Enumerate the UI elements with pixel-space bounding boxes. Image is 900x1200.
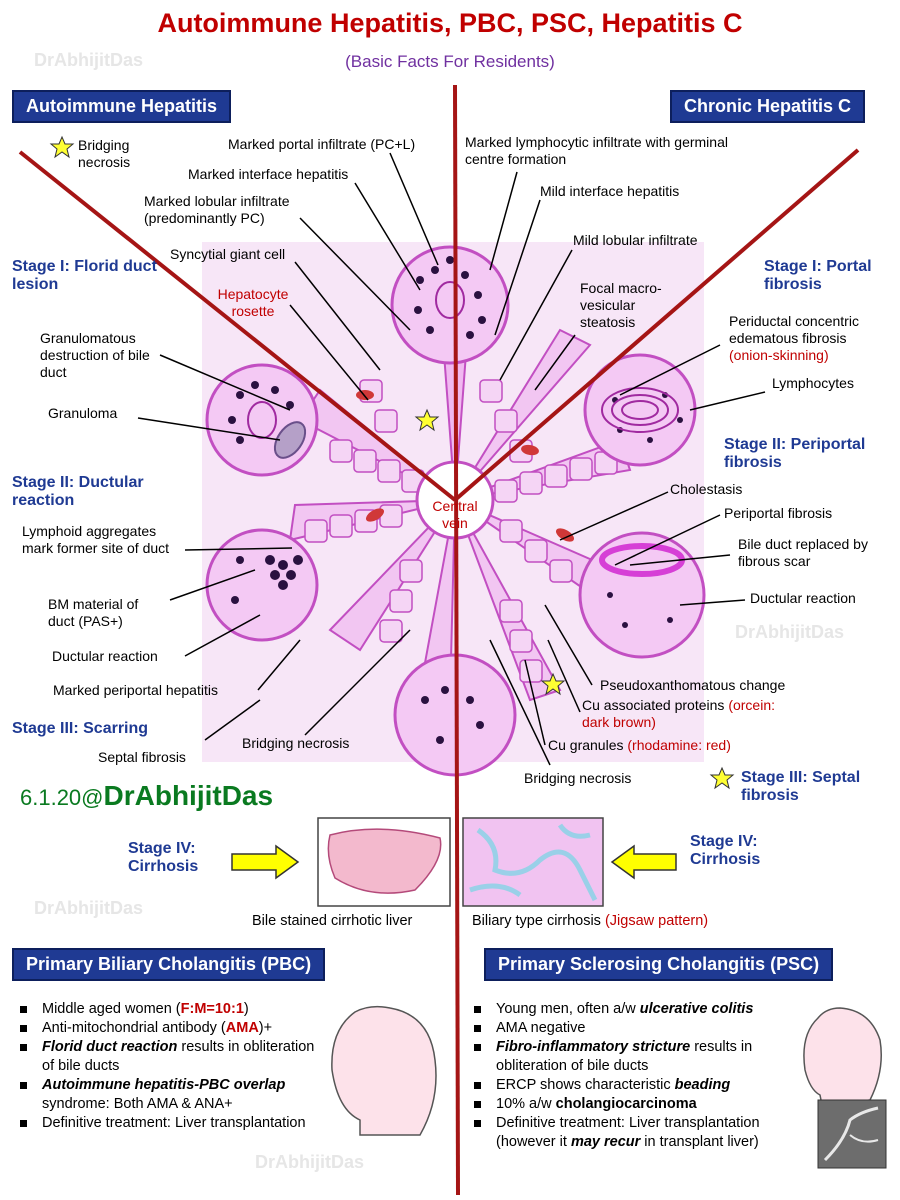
star-icon	[49, 135, 75, 159]
left-arrow-icon	[610, 844, 677, 880]
label-central-vein: Central vein	[432, 498, 478, 531]
stars	[49, 135, 735, 790]
label-cu-proteins-red: (orcein: dark brown)	[582, 697, 775, 730]
watermark: DrAbhijitDas	[255, 1152, 365, 1172]
granuloma-shape	[273, 421, 307, 459]
watermark: DrAbhijitDas	[34, 50, 144, 70]
psc-fact: AMA negative	[470, 1019, 815, 1038]
pbc-fact: Anti-mitochondrial antibody (AMA)+	[16, 1019, 316, 1038]
label-bm-material: BM material of duct (PAS+)	[48, 596, 139, 629]
label-mild-interface: Mild interface hepatitis	[540, 183, 680, 199]
label-onion-text: Periductal concentric edematous fibrosis	[729, 313, 859, 346]
pbc-fact: Definitive treatment: Liver transplantat…	[16, 1114, 316, 1133]
caption-cirrhotic-liver: Bile stained cirrhotic liver	[252, 913, 413, 929]
label-interface-hepatitis: Marked interface hepatitis	[188, 166, 349, 182]
pbc-stage-2: Stage II: Ductular reaction	[12, 474, 144, 509]
star-icon	[540, 672, 566, 696]
label-portal-infiltrate: Marked portal infiltrate (PC+L)	[228, 136, 416, 152]
section-header-aih: Autoimmune Hepatitis	[12, 90, 232, 123]
label-bridging-necrosis-aih: Bridging necrosis	[242, 735, 350, 751]
ercp-image	[817, 1099, 887, 1169]
label-cholestasis: Cholestasis	[670, 481, 743, 497]
label-hepatocyte-rosette: Hepatocyte rosette	[217, 286, 289, 319]
male-silhouette-icon	[803, 1007, 882, 1106]
label-fibrous-scar: Bile duct replaced by fibrous scar	[738, 536, 868, 569]
label-cu-granules-red: (rhodamine: red)	[627, 737, 731, 753]
label-pseudoxanthomatous: Pseudoxanthomatous change	[600, 677, 786, 693]
label-lymphocytic-infiltrate: Marked lymphocytic infiltrate with germi…	[465, 134, 728, 167]
psc-fact: Fibro-inflammatory stricture results in …	[470, 1038, 815, 1076]
page-subtitle: (Basic Facts For Residents)	[345, 52, 555, 71]
label-lymphocytes: Lymphocytes	[772, 375, 854, 391]
label-granulomatous-destruction: Granulomatous destruction of bile duct	[40, 330, 150, 380]
signature-name: DrAbhijitDas	[103, 780, 274, 811]
caption-biliary-red: (Jigsaw pattern)	[604, 913, 709, 929]
label-steatosis: Focal macro-vesicular steatosis	[580, 280, 662, 330]
label-onion-red: (onion-skinning)	[729, 347, 829, 363]
psc-fact: Young men, often a/w ulcerative colitis	[470, 1000, 815, 1019]
right-arrow-icon	[231, 844, 300, 880]
signature-date: 6.1.20@	[20, 785, 104, 810]
psc-stage-1: Stage I: Portal fibrosis	[764, 258, 872, 293]
psc-fact: Definitive treatment: Liver transplantat…	[470, 1114, 815, 1152]
label-ductular-reaction-pbc: Ductular reaction	[52, 648, 158, 664]
label-bridging-star: Bridging necrosis	[78, 137, 131, 170]
label-ductular-reaction-psc: Ductular reaction	[750, 590, 856, 606]
signature: 6.1.20@DrAbhijitDas	[20, 780, 273, 812]
label-cu-granules-text: Cu granules	[548, 737, 624, 753]
pbc-fact: Autoimmune hepatitis-PBC overlap syndrom…	[16, 1076, 316, 1114]
caption-biliary-text: Biliary type cirrhosis	[472, 913, 601, 929]
watermark: DrAbhijitDas	[735, 622, 845, 642]
biliary-cirrhosis-image	[462, 817, 604, 907]
label-periportal-fibrosis: Periportal fibrosis	[724, 505, 833, 521]
label-cu-proteins: Cu associated proteins (orcein: dark bro…	[582, 697, 782, 731]
cirrhotic-liver-image	[317, 817, 451, 907]
label-granuloma: Granuloma	[48, 405, 118, 421]
label-septal-fibrosis: Septal fibrosis	[98, 749, 186, 765]
label-cu-proteins-text: Cu associated proteins	[582, 697, 725, 713]
psc-facts-list: Young men, often a/w ulcerative colitis …	[470, 1000, 815, 1152]
star-icon	[709, 766, 735, 790]
label-periportal-hepatitis: Marked periportal hepatitis	[53, 682, 218, 698]
label-lobular-infiltrate: Marked lobular infiltrate (predominantly…	[144, 193, 290, 226]
bile-ducts	[247, 281, 685, 577]
caption-biliary-cirrhosis: Biliary type cirrhosis (Jigsaw pattern)	[472, 913, 708, 929]
label-cu-granules: Cu granules (rhodamine: red)	[548, 737, 731, 754]
section-header-pbc: Primary Biliary Cholangitis (PBC)	[12, 948, 326, 981]
female-silhouette-icon	[331, 1005, 437, 1136]
psc-fact: ERCP shows characteristic beading	[470, 1076, 815, 1095]
star-icon	[414, 408, 440, 432]
label-bridging-necrosis-hcv: Bridging necrosis	[524, 770, 632, 786]
psc-stage-3: Stage III: Septal fibrosis	[741, 769, 861, 804]
hepatocyte-cells	[304, 379, 618, 683]
pbc-stage-4: Stage IV: Cirrhosis	[128, 840, 199, 875]
divider-lines	[18, 84, 860, 1196]
section-header-psc: Primary Sclerosing Cholangitis (PSC)	[484, 948, 834, 981]
pbc-fact: Florid duct reaction results in oblitera…	[16, 1038, 316, 1076]
leader-lines	[137, 152, 766, 766]
arrows	[231, 844, 677, 880]
inflammatory-cells	[228, 256, 683, 744]
watermark: DrAbhijitDas	[34, 898, 144, 918]
section-header-hcv: Chronic Hepatitis C	[670, 90, 866, 123]
pbc-stage-1: Stage I: Florid duct lesion	[12, 258, 157, 293]
label-giant-cell: Syncytial giant cell	[170, 246, 286, 262]
pbc-facts-list: Middle aged women (F:M=10:1) Anti-mitoch…	[16, 1000, 316, 1133]
page-title: Autoimmune Hepatitis, PBC, PSC, Hepatiti…	[157, 8, 743, 38]
psc-fact: 10% a/w cholangiocarcinoma	[470, 1095, 815, 1114]
red-cells	[356, 390, 575, 542]
label-onion-skinning: Periductal concentric edematous fibrosis…	[729, 313, 889, 364]
label-lymphoid-aggregates: Lymphoid aggregates mark former site of …	[22, 523, 170, 556]
pbc-fact: Middle aged women (F:M=10:1)	[16, 1000, 316, 1019]
psc-stage-2: Stage II: Periportal fibrosis	[724, 436, 866, 471]
pbc-stage-3: Stage III: Scarring	[12, 720, 149, 737]
label-mild-lobular: Mild lobular infiltrate	[573, 232, 698, 248]
psc-stage-4: Stage IV: Cirrhosis	[690, 833, 761, 868]
